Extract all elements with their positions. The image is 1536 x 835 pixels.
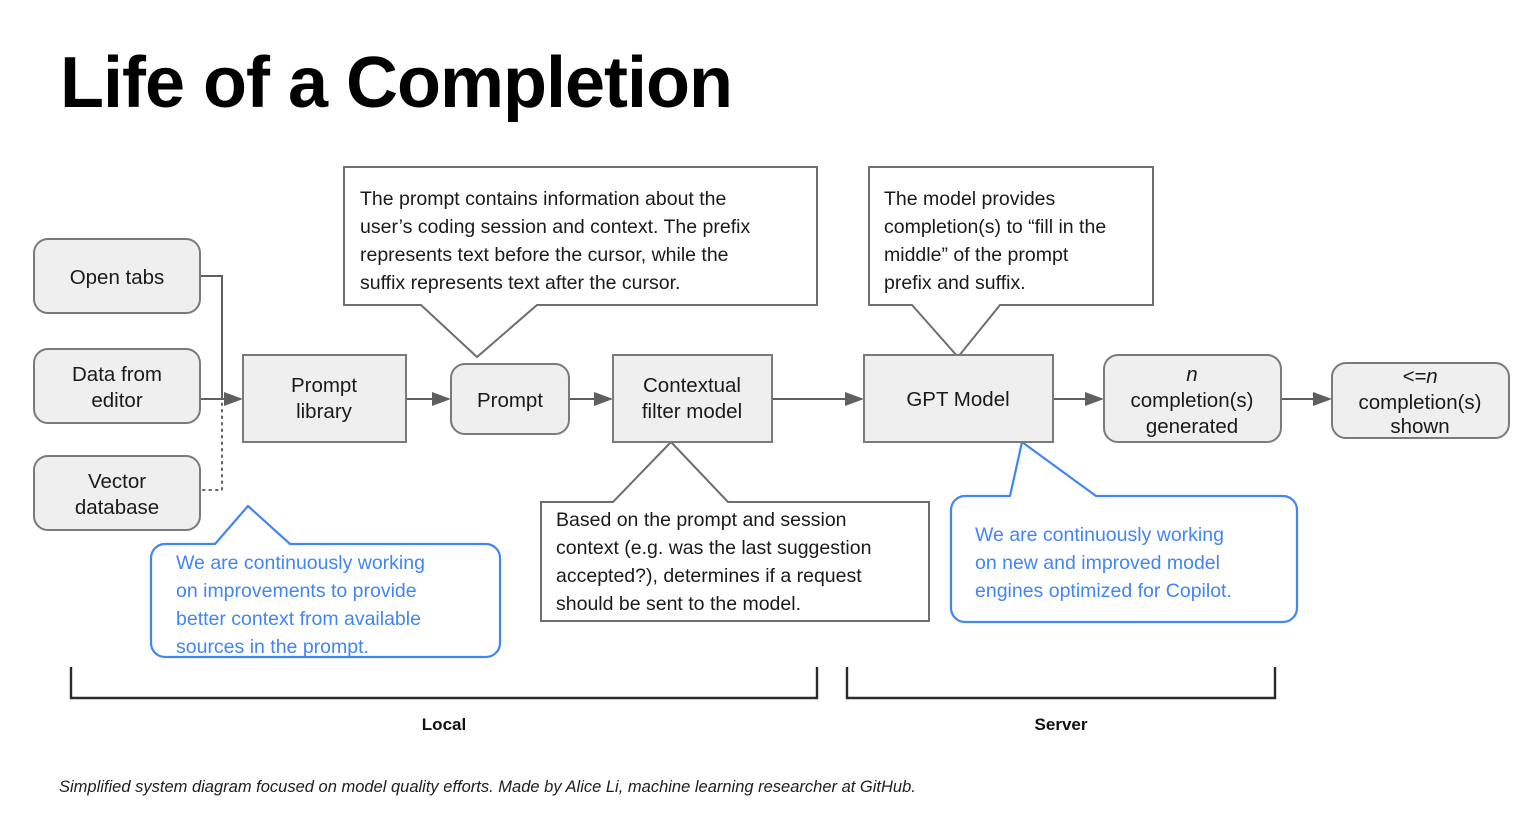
node-contextual-filter-model-line-1: Contextual: [643, 374, 741, 397]
node-completions-shown-line-3: shown: [1390, 415, 1449, 438]
node-gpt-model-label: GPT Model: [906, 388, 1009, 411]
node-contextual-filter-model-box[interactable]: [612, 354, 773, 443]
node-data-from-editor-line-2: editor: [91, 389, 142, 412]
node-completions-shown-box[interactable]: [1331, 362, 1510, 439]
node-vector-database-line-1: Vector: [88, 470, 146, 493]
node-vector-database[interactable]: Vector database: [33, 455, 201, 531]
node-data-from-editor-box[interactable]: [33, 348, 201, 424]
arrowhead-prompt: [432, 392, 451, 406]
node-vector-database-line-2: database: [75, 496, 159, 519]
callout-filter-explanation: Based on the prompt and session context …: [540, 440, 930, 622]
callout-filter-explanation-line-3: accepted?), determines if a request: [556, 565, 862, 587]
page-title: Life of a Completion: [60, 43, 733, 123]
footnote-caption: Simplified system diagram focused on mod…: [59, 778, 916, 796]
bracket-server: Server: [845, 667, 1277, 734]
arrowhead-shown: [1313, 392, 1332, 406]
connector-vector-database: [202, 401, 223, 491]
arrowhead-filter: [594, 392, 613, 406]
node-completions-shown-line-2: completion(s): [1358, 391, 1481, 414]
node-gpt-model[interactable]: GPT Model: [863, 354, 1054, 443]
callout-model-provides-line-4: prefix and suffix.: [884, 272, 1026, 294]
bracket-server-label: Server: [1035, 715, 1088, 734]
node-prompt-library-line-1: Prompt: [291, 374, 357, 397]
callout-context-improvements: We are continuously working on improveme…: [149, 504, 502, 659]
node-completions-generated-line-2: completion(s): [1130, 389, 1253, 412]
callout-prompt-contents-line-4: suffix represents text after the cursor.: [360, 272, 680, 294]
node-completions-generated-line-3: generated: [1146, 415, 1238, 438]
bracket-local: Local: [69, 667, 819, 734]
node-data-from-editor[interactable]: Data from editor: [33, 348, 201, 424]
node-completions-shown-line-1: <=n: [1402, 365, 1437, 388]
callout-context-improvements-line-3: better context from available: [176, 608, 421, 630]
node-open-tabs-label: Open tabs: [70, 266, 165, 289]
node-contextual-filter-model[interactable]: Contextual filter model: [612, 354, 773, 443]
callout-model-provides-shape: [868, 166, 1154, 359]
callout-filter-explanation-line-2: context (e.g. was the last suggestion: [556, 537, 871, 559]
node-prompt-library-line-2: library: [296, 400, 353, 423]
node-prompt-box[interactable]: [450, 363, 570, 435]
connectors: [200, 275, 1332, 491]
bracket-local-shape: [69, 667, 819, 700]
callout-prompt-contents-line-1: The prompt contains information about th…: [360, 188, 726, 210]
bracket-server-shape: [845, 667, 1277, 700]
node-open-tabs[interactable]: Open tabs: [33, 238, 201, 314]
callout-model-engines-line-2: on new and improved model: [975, 552, 1220, 574]
node-gpt-model-box[interactable]: [863, 354, 1054, 443]
node-prompt-label: Prompt: [477, 389, 543, 412]
callout-prompt-contents-line-3: represents text before the cursor, while…: [360, 244, 729, 266]
callout-context-improvements-line-4: sources in the prompt.: [176, 636, 369, 658]
callout-prompt-contents-line-2: user’s coding session and context. The p…: [360, 216, 750, 238]
node-completions-generated-line-1: n: [1186, 363, 1197, 386]
callout-model-provides-line-3: middle” of the prompt: [884, 244, 1069, 266]
node-completions-generated[interactable]: n completion(s) generated: [1103, 354, 1282, 443]
node-contextual-filter-model-line-2: filter model: [642, 400, 742, 423]
callout-filter-explanation-line-4: should be sent to the model.: [556, 593, 801, 615]
callout-context-improvements-line-1: We are continuously working: [176, 552, 425, 574]
bracket-local-label: Local: [422, 715, 466, 734]
callout-filter-explanation-line-1: Based on the prompt and session: [556, 509, 847, 531]
node-prompt-library-box[interactable]: [242, 354, 407, 443]
node-data-from-editor-line-1: Data from: [72, 363, 162, 386]
callout-context-improvements-shape: [149, 504, 502, 659]
callout-model-engines-line-1: We are continuously working: [975, 524, 1224, 546]
callout-context-improvements-line-2: on improvements to provide: [176, 580, 417, 602]
callout-prompt-contents: The prompt contains information about th…: [343, 166, 818, 359]
arrowhead-gpt: [845, 392, 864, 406]
callout-model-provides-line-1: The model provides: [884, 188, 1056, 210]
callout-prompt-contents-shape: [343, 166, 818, 359]
connector-open-tabs: [200, 275, 228, 400]
callout-model-provides-line-2: completion(s) to “fill in the: [884, 216, 1106, 238]
node-vector-database-box[interactable]: [33, 455, 201, 531]
node-completions-generated-box[interactable]: [1103, 354, 1282, 443]
arrowhead-generated: [1085, 392, 1104, 406]
node-prompt[interactable]: Prompt: [450, 363, 570, 435]
callout-filter-explanation-shape: [540, 440, 930, 622]
arrowhead-prompt-library: [224, 392, 243, 406]
callout-model-engines: We are continuously working on new and i…: [949, 440, 1299, 624]
node-prompt-library[interactable]: Prompt library: [242, 354, 407, 443]
callout-model-provides: The model provides completion(s) to “fil…: [868, 166, 1154, 359]
callout-model-engines-shape: [949, 440, 1299, 624]
node-open-tabs-box[interactable]: [33, 238, 201, 314]
callout-model-engines-line-3: engines optimized for Copilot.: [975, 580, 1232, 602]
node-completions-shown[interactable]: <=n completion(s) shown: [1331, 362, 1510, 439]
